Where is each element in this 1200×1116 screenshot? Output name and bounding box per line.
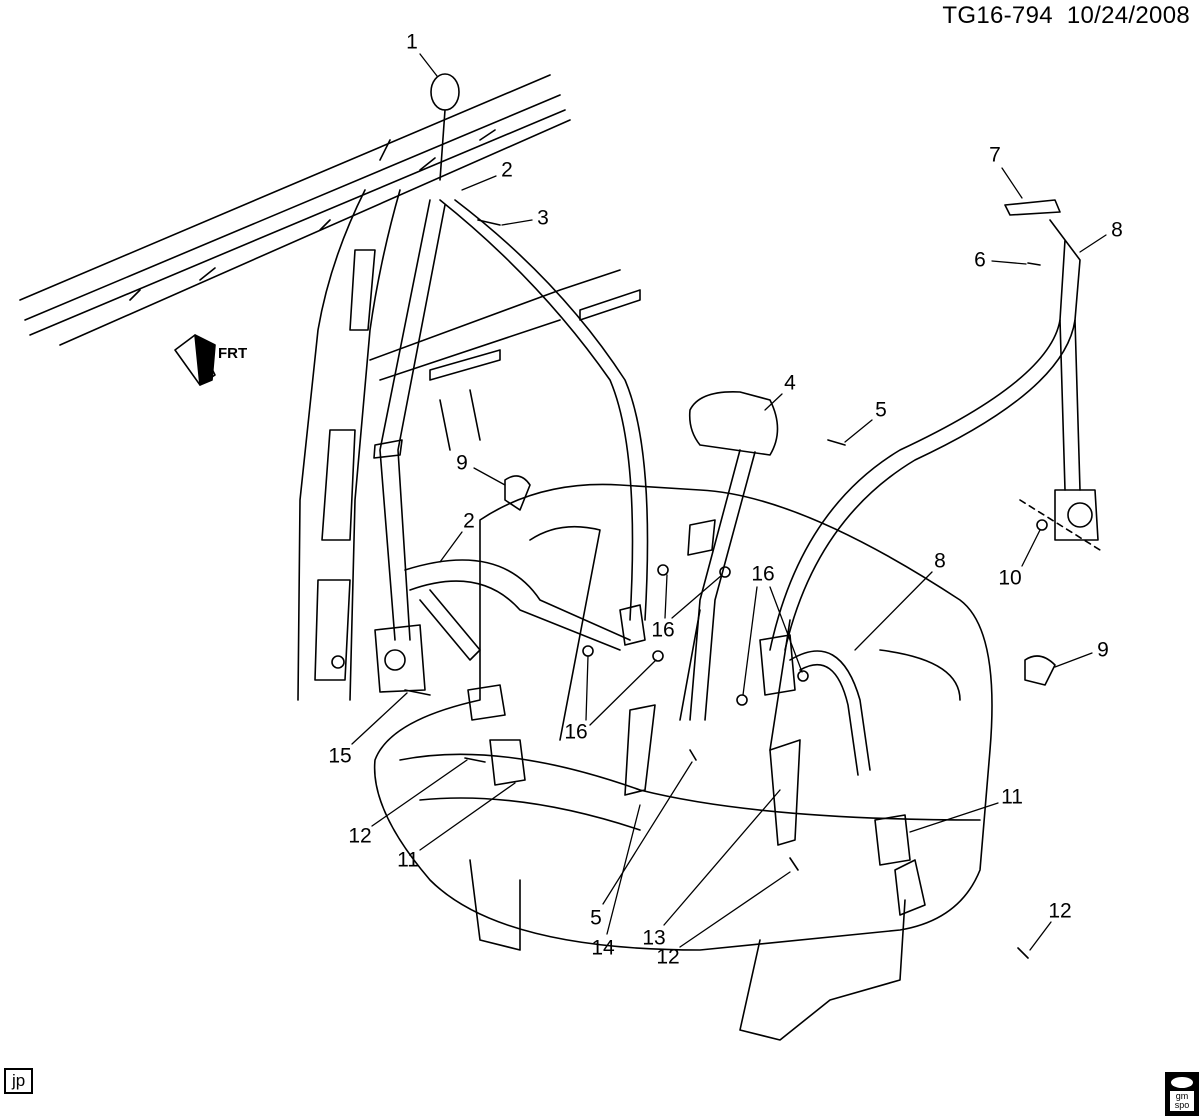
callout-9: 9 [1097, 638, 1109, 662]
leader-line-14 [606, 804, 641, 935]
leader-line-8 [1079, 234, 1107, 253]
leader-line-16 [664, 574, 668, 619]
leader-line-12 [679, 871, 791, 948]
callout-5: 5 [875, 398, 887, 422]
gm-logo-oval-icon [1171, 1077, 1193, 1088]
leader-line-3 [501, 219, 533, 226]
callout-5: 5 [590, 906, 602, 930]
author-initials-box: jp [4, 1068, 34, 1094]
callout-7: 7 [989, 143, 1001, 167]
callout-8: 8 [1111, 218, 1123, 242]
rear-bench-seat [373, 483, 993, 1041]
callout-6: 6 [974, 248, 986, 272]
leader-line-1 [419, 53, 438, 77]
callout-14: 14 [591, 936, 615, 960]
leader-line-6 [991, 260, 1027, 265]
leader-line-5 [602, 761, 693, 905]
leader-line-16 [769, 586, 803, 673]
leader-line-15 [351, 692, 408, 745]
leader-line-9 [473, 467, 506, 486]
leader-line-8 [854, 571, 933, 651]
callout-10: 10 [998, 566, 1022, 590]
leader-line-4 [764, 393, 783, 411]
rear-cab-wall [369, 269, 641, 451]
callout-4: 4 [784, 371, 796, 395]
leader-line-9 [1054, 652, 1093, 668]
leader-line-16 [742, 586, 758, 696]
callout-15: 15 [328, 744, 352, 768]
gm-spo-logo-text: gm spo [1170, 1091, 1194, 1111]
leader-line-16 [671, 574, 723, 619]
diagram-date: 10/24/2008 [1066, 2, 1190, 29]
diagram-header: TG16-794 10/24/2008 [928, 2, 1190, 30]
callout-2: 2 [501, 158, 513, 182]
callout-16: 16 [564, 720, 588, 744]
center-seat-belt-and-headrest [624, 391, 801, 846]
gm-spo-logo: gm spo [1165, 1072, 1199, 1116]
clip-9-right [1024, 655, 1056, 686]
clip-9-left [504, 475, 531, 511]
callout-13: 13 [642, 926, 666, 950]
leader-line-16 [589, 659, 657, 726]
leader-line-5 [844, 419, 873, 443]
leader-line-11 [909, 802, 999, 833]
callout-12: 12 [348, 824, 372, 848]
roof-rail [19, 74, 571, 346]
callout-8: 8 [934, 549, 946, 573]
callout-1: 1 [406, 30, 418, 54]
driver-seat-belt [373, 199, 649, 693]
callout-12: 12 [1048, 899, 1072, 923]
callout-9: 9 [456, 451, 468, 475]
callout-12: 12 [656, 945, 680, 969]
callout-3: 3 [537, 206, 549, 230]
callout-11: 11 [1001, 785, 1023, 809]
leader-1-ext [439, 109, 446, 181]
leader-line-7 [1001, 167, 1023, 199]
cover-cap [430, 73, 460, 111]
front-direction-arrow-icon: FRT [174, 334, 247, 386]
leader-line-13 [663, 789, 781, 926]
b-pillar [297, 189, 401, 701]
leader-line-2 [461, 175, 497, 191]
leader-line-12 [1029, 921, 1052, 951]
callout-leader-lines [351, 53, 1107, 951]
callout-16: 16 [751, 562, 775, 586]
passenger-seat-belt [759, 199, 1101, 916]
leader-line-11 [419, 782, 516, 851]
frt-label: FRT [218, 345, 247, 362]
diagram-id: TG16-794 [942, 2, 1053, 29]
callout-16: 16 [651, 618, 675, 642]
leader-line-10 [1021, 529, 1041, 567]
callout-11: 11 [397, 848, 419, 872]
fasteners [331, 219, 1056, 959]
leader-line-16 [585, 655, 589, 721]
callout-2: 2 [463, 509, 475, 533]
leader-line-2 [439, 531, 463, 563]
leader-line-12 [371, 759, 468, 827]
